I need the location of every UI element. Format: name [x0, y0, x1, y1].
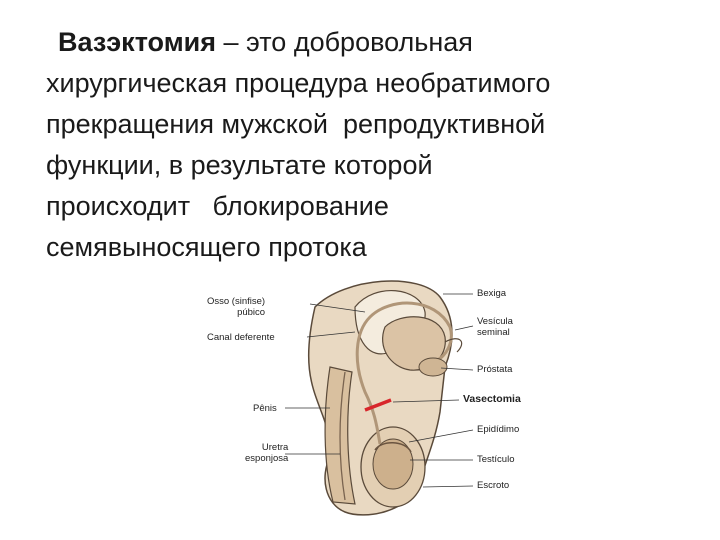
- label-bladder: Bexiga: [477, 288, 507, 299]
- label-urethra: Uretra esponjosa: [245, 442, 288, 464]
- label-pubic-bone-line1: Osso (sinfise): [207, 296, 266, 307]
- vasectomy-mark: [364, 398, 392, 412]
- prostate: [418, 357, 448, 377]
- label-urethra-line2: esponjosa: [245, 453, 289, 464]
- text-line-1: Вазэктомия – это добровольная: [46, 22, 686, 63]
- seminal-vesicle: [444, 338, 463, 353]
- label-vasectomy: Vasectomia: [463, 393, 521, 405]
- anatomy-illustration: [285, 280, 474, 516]
- vas-deferens: [355, 301, 453, 445]
- label-prostate: Próstata: [477, 364, 513, 375]
- text-line-6: семявыносящего протока: [46, 232, 367, 262]
- label-pubic-bone: Osso (sinfise) púbico: [207, 296, 265, 318]
- anatomy-figure: Osso (sinfise) púbico Canal deferente Pê…: [205, 272, 555, 524]
- text-line-4: функции, в результате которой: [46, 150, 433, 180]
- urethra: [339, 371, 346, 501]
- label-testis: Testículo: [477, 454, 515, 465]
- text-line-5: происходит блокирование: [46, 191, 389, 221]
- label-pubic-bone-line2: púbico: [237, 307, 266, 318]
- text-line-2: хирургическая процедура необратимого: [46, 68, 551, 98]
- right-leaders: [392, 293, 474, 488]
- testis: [372, 438, 414, 490]
- label-urethra-line1: Uretra: [261, 442, 289, 453]
- label-scrotum: Escroto: [477, 480, 510, 491]
- left-leaders: [285, 303, 366, 455]
- epididymis: [374, 442, 412, 453]
- term-vasectomy: Вазэктомия: [58, 27, 217, 57]
- label-seminal-vesicle: Vesícula seminal: [477, 316, 513, 338]
- label-seminal-vesicle-line1: Vesícula: [477, 316, 513, 327]
- text-line-3: прекращения мужской репродуктивной: [46, 109, 546, 139]
- text-line-1-rest: – это добровольная: [216, 27, 473, 57]
- label-epididymis: Epidídimo: [477, 424, 520, 435]
- label-seminal-vesicle-line2: seminal: [477, 327, 510, 338]
- definition-text: Вазэктомия – это добровольная хирургичес…: [46, 22, 686, 268]
- label-vas-deferens: Canal deferente: [207, 332, 275, 343]
- label-penis: Pênis: [253, 403, 277, 414]
